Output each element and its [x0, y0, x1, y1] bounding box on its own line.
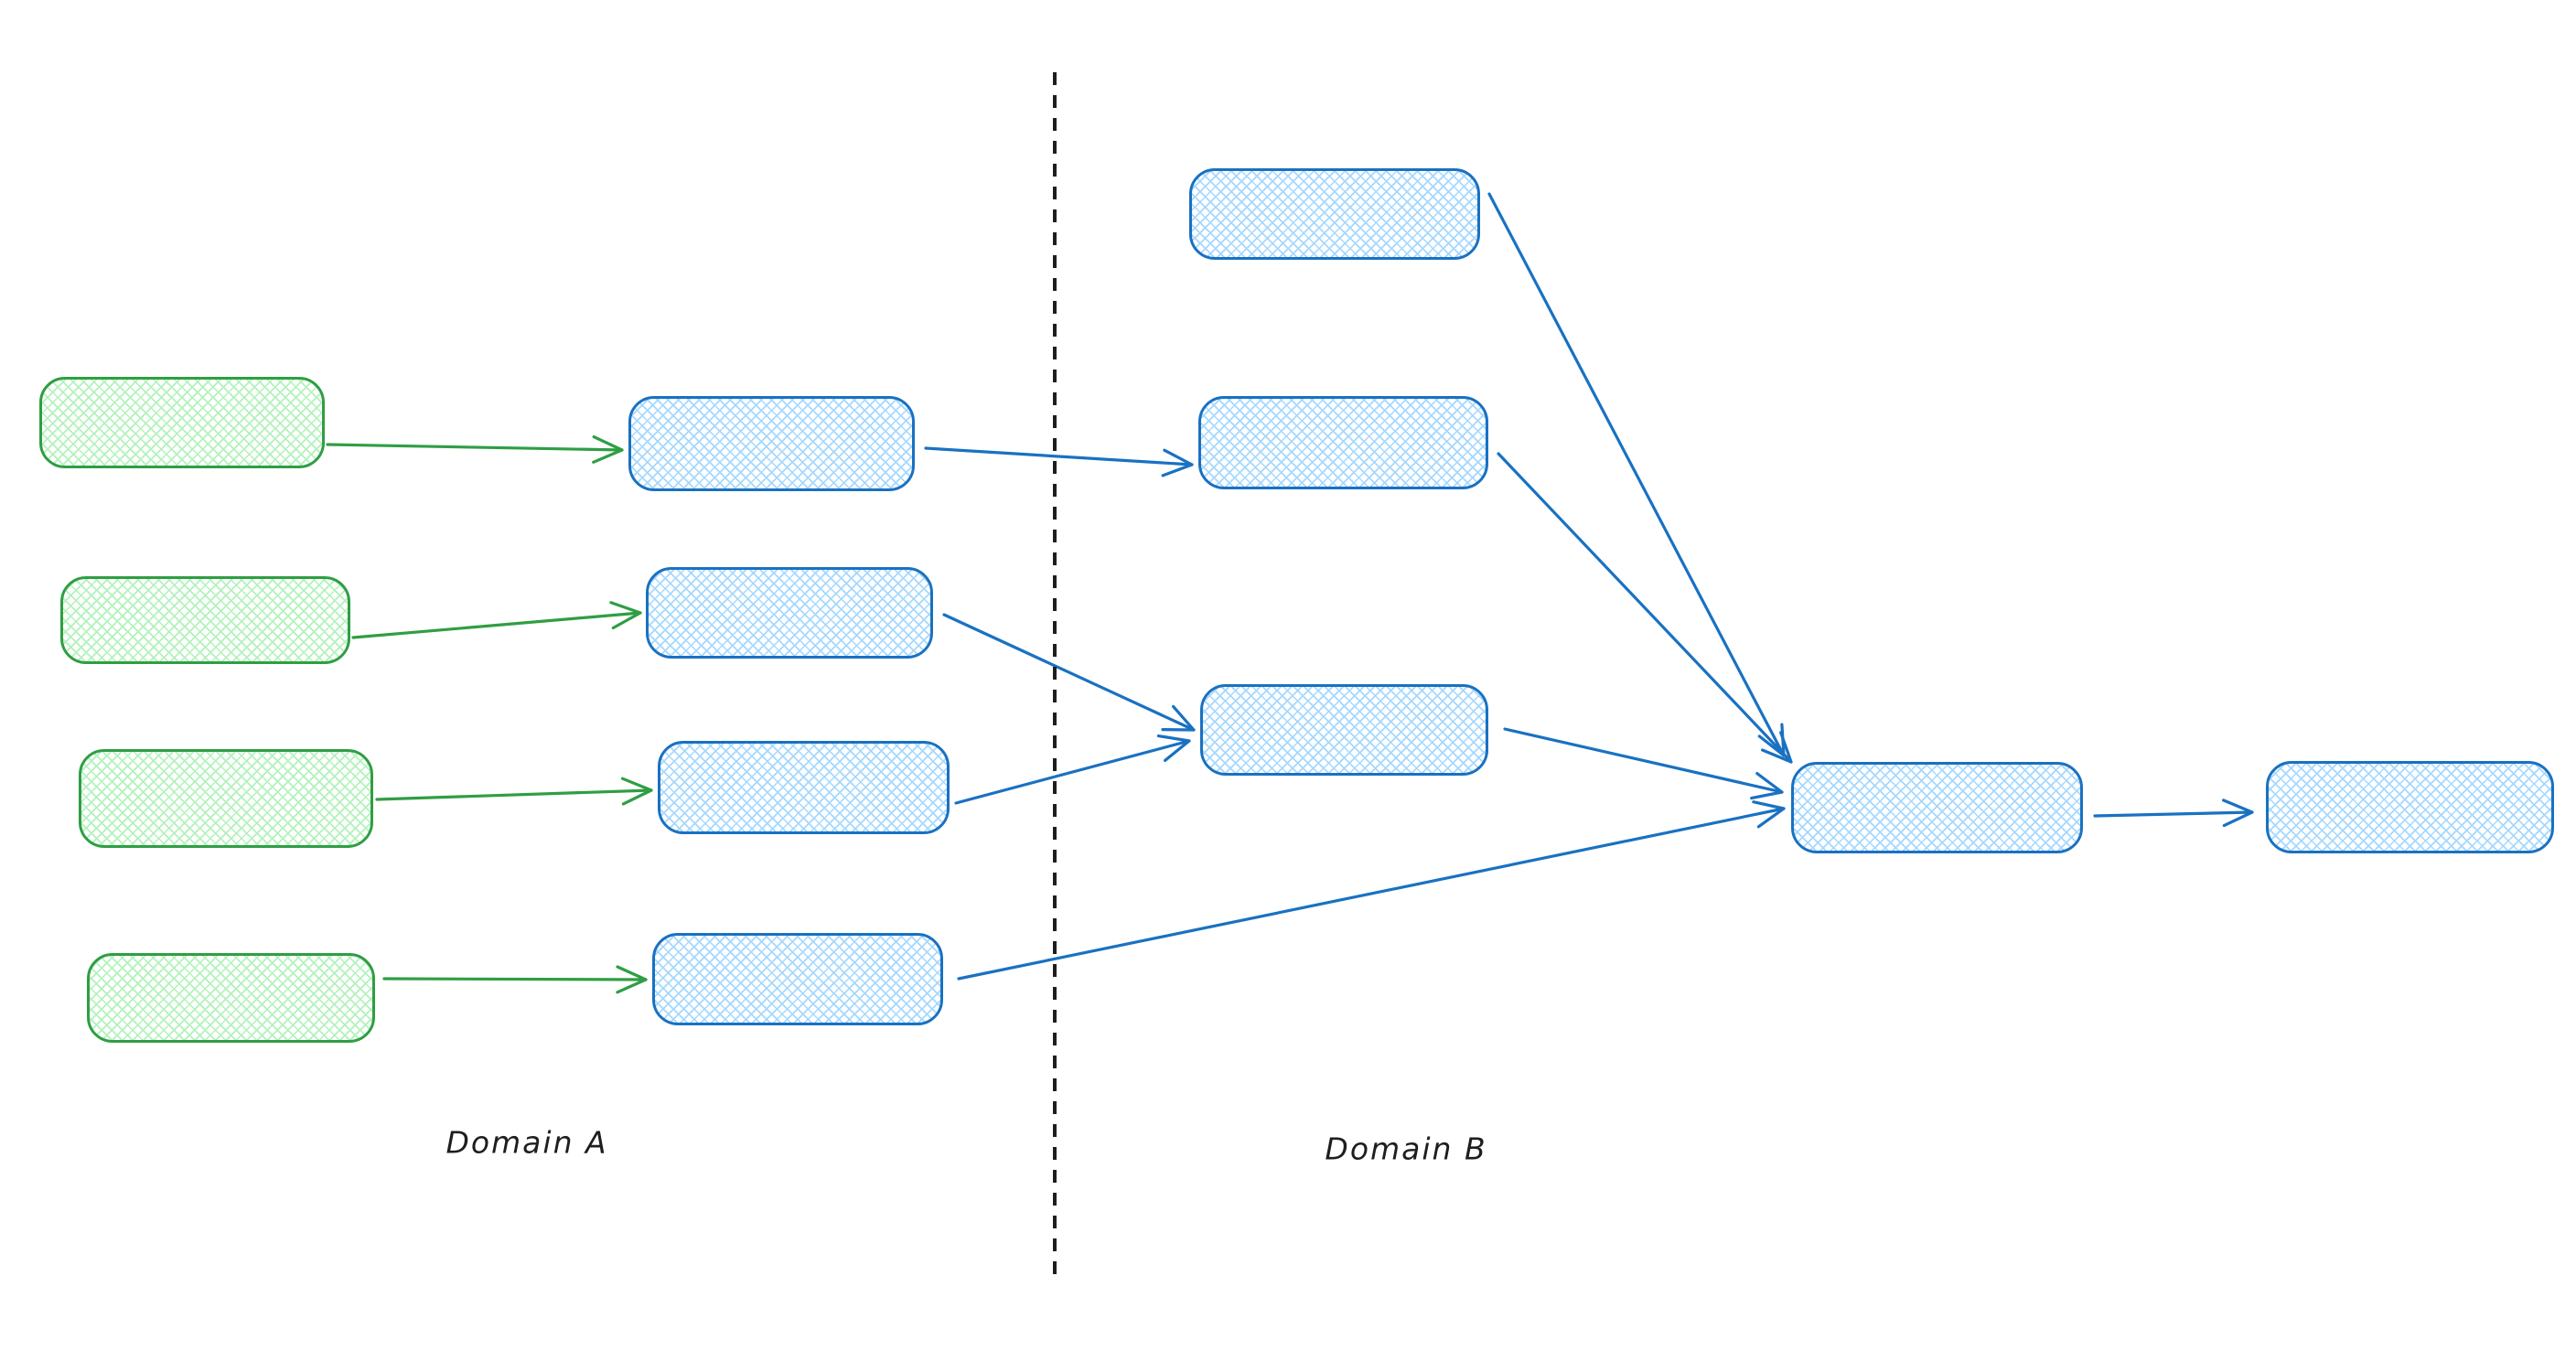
edge-domain-a-stage2-2-to-domain-b-input-3: [942, 613, 1196, 732]
edge-domain-a-stage2-1-to-domain-b-input-2: [924, 446, 1194, 477]
edge-domain-b-input-1-to-domain-b-merge: [1487, 192, 1786, 757]
edge-domain-a-source-3-to-domain-a-stage2-3: [375, 777, 653, 806]
edge-domain-a-stage2-4-to-domain-b-merge: [957, 800, 1786, 981]
node-domain-b-input-3: [1200, 684, 1488, 776]
edge-domain-a-source-1-to-domain-a-stage2-1: [326, 435, 624, 464]
label-domain-b: Domain B: [1325, 1131, 1487, 1167]
arrowhead: [609, 601, 642, 630]
arrowhead: [2222, 799, 2254, 828]
arrowhead: [1161, 448, 1194, 477]
node-domain-a-source-1: [39, 377, 325, 468]
arrowhead: [1750, 772, 1784, 800]
node-domain-a-source-3: [79, 749, 373, 848]
arrowhead: [1161, 704, 1196, 732]
node-domain-b-input-2: [1198, 396, 1488, 489]
node-domain-a-source-4: [87, 953, 375, 1043]
node-domain-a-stage2-1: [628, 396, 915, 491]
arrowhead: [592, 435, 624, 464]
arrowhead: [1752, 800, 1786, 829]
arrowhead: [1156, 734, 1191, 762]
edge-domain-a-stage2-3-to-domain-b-input-3: [954, 734, 1191, 805]
node-domain-b-output: [2266, 761, 2554, 853]
node-domain-a-stage2-4: [652, 933, 943, 1025]
node-domain-a-stage2-3: [658, 741, 950, 834]
edge-domain-a-source-4-to-domain-a-stage2-4: [382, 965, 648, 994]
edge-domain-b-input-2-to-domain-b-merge: [1497, 452, 1793, 764]
arrowhead: [1761, 731, 1793, 764]
node-domain-a-source-2: [60, 576, 350, 664]
edge-domain-b-input-3-to-domain-b-merge: [1503, 727, 1784, 800]
arrowhead: [620, 777, 653, 806]
node-domain-b-merge: [1791, 762, 2083, 853]
edge-domain-b-merge-to-domain-b-output: [2093, 799, 2254, 828]
node-domain-b-input-1: [1189, 168, 1480, 260]
arrowhead: [616, 965, 648, 994]
node-domain-a-stage2-2: [646, 567, 933, 659]
label-domain-a: Domain A: [445, 1124, 608, 1161]
edge-domain-a-source-2-to-domain-a-stage2-2: [351, 601, 642, 639]
